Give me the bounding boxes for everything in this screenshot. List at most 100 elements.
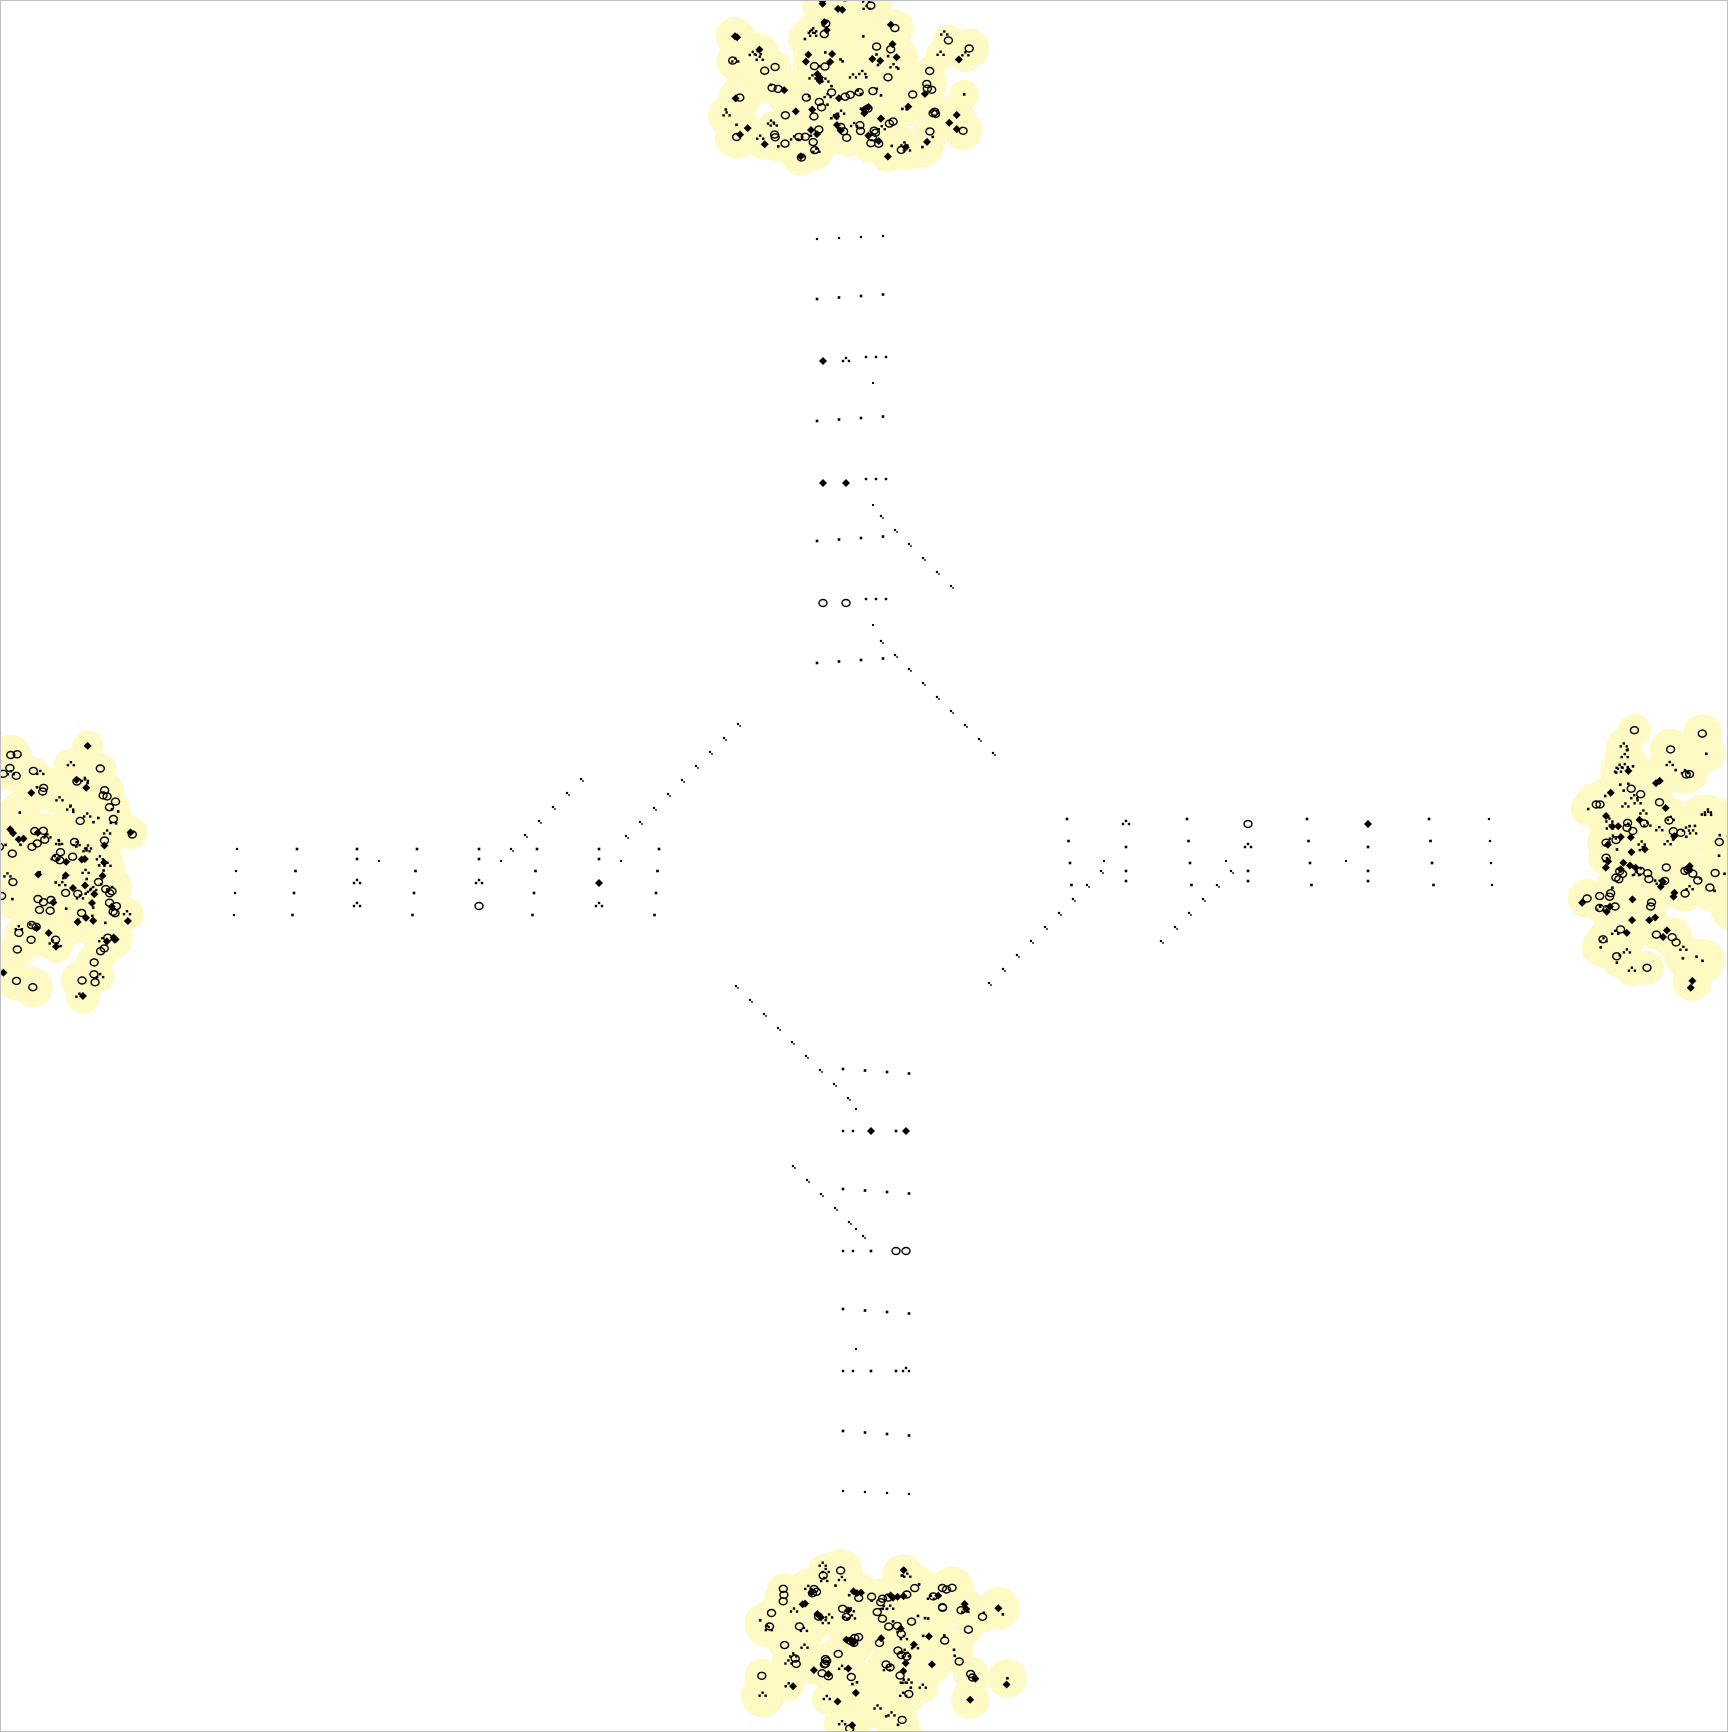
live-cell xyxy=(884,597,888,601)
live-cell xyxy=(751,1001,753,1003)
live-cell xyxy=(824,1618,827,1622)
live-cell xyxy=(81,897,85,900)
live-cell xyxy=(355,878,359,882)
live-cell xyxy=(859,92,862,95)
live-cell xyxy=(95,888,98,892)
live-cell xyxy=(731,60,734,63)
live-cell xyxy=(921,1634,925,1638)
still-life xyxy=(1617,869,1628,879)
live-cell xyxy=(828,1697,831,1701)
live-cell xyxy=(841,1369,845,1373)
live-cell xyxy=(58,843,61,846)
live-cell xyxy=(881,535,885,538)
live-cell xyxy=(815,419,819,423)
live-cell xyxy=(116,810,120,813)
live-cell xyxy=(889,1604,892,1607)
beehive-cell xyxy=(809,1666,818,1675)
live-cell xyxy=(1691,888,1694,891)
live-cell xyxy=(84,868,87,872)
live-cell xyxy=(858,72,861,76)
live-cell xyxy=(770,1628,773,1632)
activity-halo xyxy=(1724,902,1727,919)
live-cell xyxy=(1232,872,1234,874)
live-cell xyxy=(1636,797,1639,800)
still-life xyxy=(34,905,45,915)
still-life xyxy=(1681,770,1691,779)
still-life xyxy=(98,791,108,800)
live-cell xyxy=(523,833,527,837)
live-cell xyxy=(815,30,818,33)
live-cell xyxy=(1162,942,1164,944)
beehive-cell xyxy=(49,898,58,907)
live-cell xyxy=(949,584,953,588)
live-cell xyxy=(1622,951,1626,954)
live-cell xyxy=(926,1597,930,1600)
live-cell xyxy=(909,1575,912,1578)
live-cell xyxy=(1487,817,1491,821)
live-cell xyxy=(820,1579,823,1583)
live-cell xyxy=(861,1,865,3)
live-cell xyxy=(474,881,478,885)
live-cell xyxy=(1001,967,1005,971)
live-cell xyxy=(1671,763,1674,767)
live-cell xyxy=(804,1054,808,1058)
live-cell xyxy=(355,847,359,851)
live-cell xyxy=(477,878,481,882)
live-cell xyxy=(807,94,811,98)
beehive-cell xyxy=(813,1610,822,1619)
still-life xyxy=(895,1671,905,1680)
live-cell xyxy=(885,1665,889,1669)
live-cell xyxy=(1065,817,1069,821)
live-cell xyxy=(879,639,883,643)
live-cell xyxy=(853,92,856,95)
live-cell xyxy=(761,1691,764,1694)
puffer-cluster-left-halo xyxy=(1,730,148,1014)
beehive-cell xyxy=(82,783,91,792)
live-cell xyxy=(1124,869,1128,873)
still-life xyxy=(8,877,18,887)
live-cell xyxy=(885,1607,888,1611)
live-cell xyxy=(92,885,95,889)
live-cell xyxy=(812,150,815,153)
beehive-cell xyxy=(851,1688,860,1697)
still-life xyxy=(1601,853,1611,862)
live-cell xyxy=(724,108,728,111)
live-cell xyxy=(1619,745,1622,748)
beehive-cell xyxy=(1651,913,1660,922)
live-cell xyxy=(815,147,818,150)
still-life xyxy=(810,145,820,155)
live-cell xyxy=(832,1082,836,1086)
live-cell xyxy=(863,1431,867,1434)
live-cell xyxy=(620,860,622,862)
beehive-cell xyxy=(826,57,835,66)
live-cell xyxy=(769,119,773,122)
live-cell xyxy=(859,107,863,110)
live-cell xyxy=(735,123,738,127)
live-cell xyxy=(863,1309,867,1312)
live-cell xyxy=(653,913,656,917)
live-cell xyxy=(75,897,79,900)
live-cell xyxy=(764,1628,767,1632)
live-cell xyxy=(1190,914,1192,916)
live-cell xyxy=(1029,939,1033,943)
live-cell xyxy=(852,121,856,125)
still-life xyxy=(883,73,893,82)
live-cell xyxy=(1637,843,1640,846)
live-cell xyxy=(899,1694,902,1697)
live-cell xyxy=(1684,826,1688,829)
beehive-cell xyxy=(876,56,885,65)
live-cell xyxy=(795,1610,799,1613)
live-cell xyxy=(787,1659,790,1662)
beehive-cell xyxy=(1002,1680,1011,1689)
still-life xyxy=(6,750,16,760)
live-cell xyxy=(1706,810,1710,814)
live-cell xyxy=(804,1587,807,1591)
still-life xyxy=(902,1590,912,1599)
live-cell xyxy=(879,1707,882,1710)
live-cell xyxy=(412,891,416,895)
live-cell xyxy=(872,382,874,384)
live-cell xyxy=(963,723,967,727)
live-cell xyxy=(861,69,864,73)
